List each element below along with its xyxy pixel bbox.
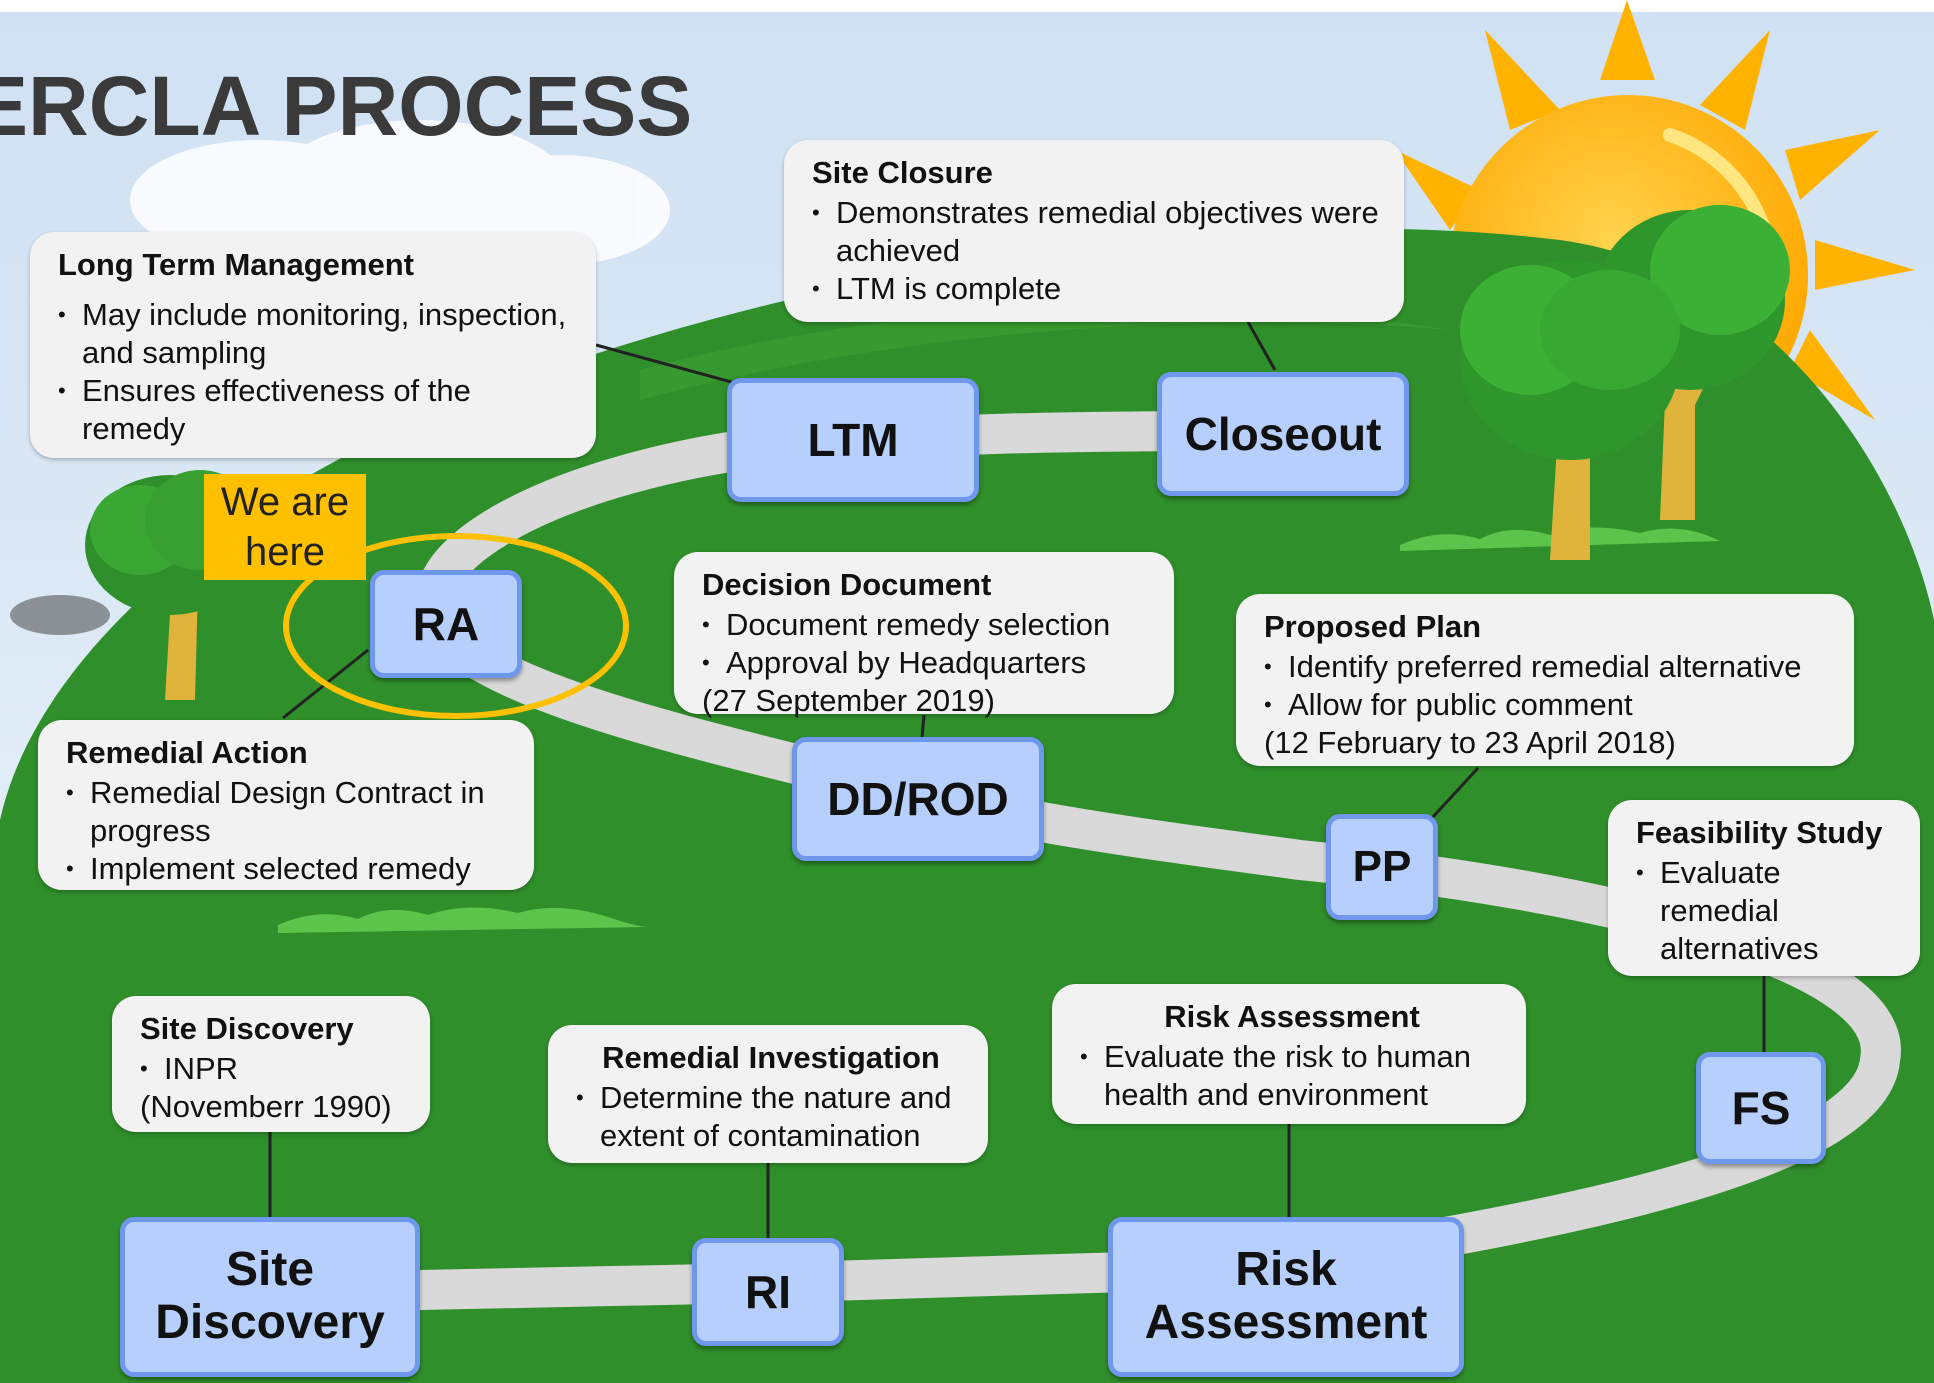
callout-title: Site Closure [812, 155, 993, 190]
callout-bullet: Evaluate the risk to human health and en… [1080, 1038, 1504, 1114]
callout-bullet: Document remedy selection [702, 606, 1152, 644]
callout-bullet: Implement selected remedy [66, 850, 512, 888]
callout-title: Risk Assessment [1164, 999, 1420, 1034]
callout-bullet: May include monitoring, inspection, and … [58, 296, 574, 372]
page-title: ERCLA PROCESS [0, 59, 693, 153]
callout-title: Decision Document [702, 567, 992, 602]
callout-bullet: INPR [140, 1050, 408, 1088]
top-strip [0, 0, 1934, 12]
stage-node-risk-assessment: Risk Assessment [1108, 1217, 1464, 1377]
callout-title: Feasibility Study [1636, 815, 1883, 850]
callout-bullet: Approval by Headquarters [702, 644, 1152, 682]
callout-title: Remedial Investigation [602, 1040, 940, 1075]
callout-feasibility-study: Feasibility Study Evaluate remedial alte… [1608, 800, 1920, 976]
callout-risk-assessment: Risk Assessment Evaluate the risk to hum… [1052, 984, 1526, 1124]
hill-highlight [640, 306, 1450, 400]
stage-node-site-discovery: Site Discovery [120, 1217, 420, 1377]
stage-node-closeout: Closeout [1157, 372, 1409, 496]
callout-remedial-investigation: Remedial Investigation Determine the nat… [548, 1025, 988, 1163]
callout-bullet: Evaluate remedial alternatives [1636, 854, 1850, 968]
clouds [130, 120, 670, 265]
callout-site-closure: Site Closure Demonstrates remedial objec… [784, 140, 1404, 322]
callout-title: Long Term Management [58, 247, 414, 282]
callout-title: Proposed Plan [1264, 609, 1482, 644]
callout-note: (Novemberr 1990) [140, 1089, 392, 1124]
callout-title: Site Discovery [140, 1011, 354, 1046]
callout-bullet: Allow for public comment [1264, 686, 1832, 724]
stage-node-pp: PP [1326, 814, 1438, 920]
callout-proposed-plan: Proposed Plan Identify preferred remedia… [1236, 594, 1854, 766]
callout-site-discovery: Site Discovery INPR (Novemberr 1990) [112, 996, 430, 1132]
callout-bullet: Ensures effectiveness of the remedy [58, 372, 574, 448]
callout-note: (12 February to 23 April 2018) [1264, 725, 1676, 760]
stage-node-ra: RA [370, 570, 522, 678]
trees-right-icon [1460, 205, 1790, 560]
stage-node-fs: FS [1696, 1052, 1826, 1164]
stage-node-ri: RI [692, 1238, 844, 1346]
connector-lines [268, 321, 1766, 1240]
callout-bullet: Identify preferred remedial alternative [1264, 648, 1832, 686]
callout-bullet: Determine the nature and extent of conta… [576, 1079, 966, 1155]
callout-decision-document: Decision Document Document remedy select… [674, 552, 1174, 718]
we-are-here-label: We are here [204, 474, 366, 580]
callout-bullet: LTM is complete [812, 270, 1382, 308]
callout-note: (27 September 2019) [702, 683, 995, 718]
callout-bullet: Demonstrates remedial objectives were ac… [812, 194, 1382, 270]
callout-remedial-action: Remedial Action Remedial Design Contract… [38, 720, 534, 890]
callout-long-term-management: Long Term Management May include monitor… [30, 232, 596, 458]
callout-title: Remedial Action [66, 735, 308, 770]
callout-bullet: Remedial Design Contract in progress [66, 774, 512, 850]
we-are-here-ring [283, 533, 629, 719]
stage-node-ltm: LTM [727, 378, 979, 502]
stage-node-dd-rod: DD/ROD [792, 737, 1044, 861]
